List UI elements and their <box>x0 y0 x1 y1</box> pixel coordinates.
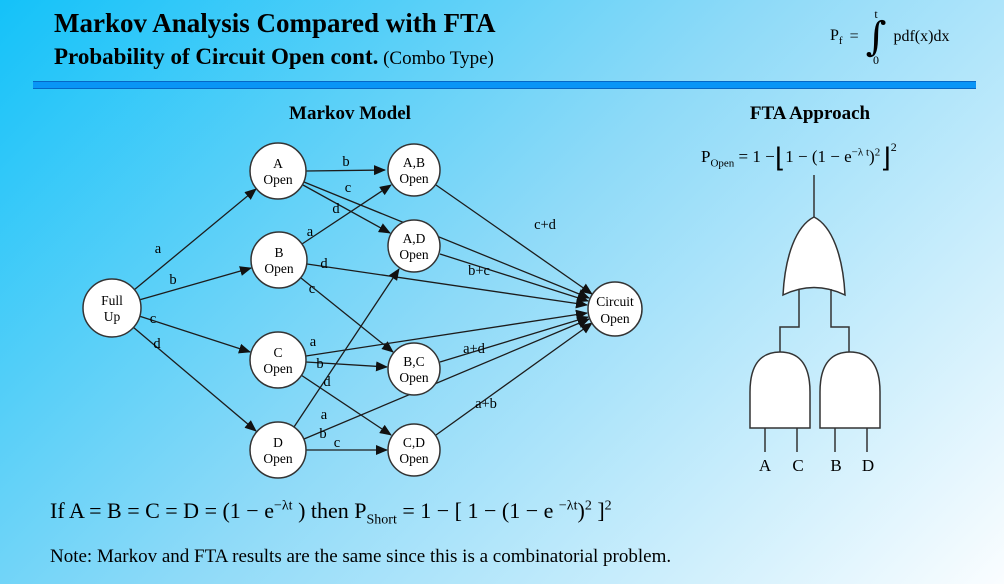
edge-fullup-to-c <box>138 315 251 354</box>
node-full-up-circle <box>82 278 142 338</box>
edge-label-fu-c: c <box>150 311 156 327</box>
edge-label-d-ad: a <box>321 407 328 423</box>
slide-subtitle: Probability of Circuit Open cont. (Combo… <box>54 44 494 70</box>
pf-lhs: Pf <box>830 26 843 48</box>
node-a-open-circle <box>249 142 307 200</box>
edge-label-fu-d: d <box>153 336 161 352</box>
edge-cd-to-circuit <box>435 322 593 436</box>
edge-b-to-bc <box>300 277 394 353</box>
node-bc-open-circle <box>387 342 441 396</box>
if-equation: If A = B = C = D = (1 − e−λt ) then PSho… <box>50 498 612 528</box>
fta-approach-heading: FTA Approach <box>749 103 871 124</box>
integral-symbol: t ∫ 0 <box>865 7 887 67</box>
edge-label-fu-b: b <box>169 272 176 288</box>
fta-input-label-a: A <box>759 456 772 475</box>
fta-input-label-b: B <box>830 456 841 475</box>
edge-c-to-bc <box>305 361 388 372</box>
edge-b-to-circuit <box>306 263 588 309</box>
edge-a-to-circuit <box>303 181 590 299</box>
edge-label-d-circuit: b <box>319 426 326 442</box>
edge-a-to-ab <box>305 165 386 176</box>
edge-fullup-to-a <box>133 188 257 291</box>
fta-tree <box>749 175 881 452</box>
and-gate-left <box>749 351 811 429</box>
edge-b-to-ab <box>301 184 392 245</box>
pf-integral-formula: Pf = t ∫ 0 pdf(x)dx <box>830 8 949 66</box>
slide-title: Markov Analysis Compared with FTA <box>54 8 496 38</box>
edge-ab-to-circuit <box>435 184 593 295</box>
edge-label-c-circuit: a <box>310 334 317 350</box>
fta-input-label-c: C <box>792 456 803 475</box>
markov-model-heading: Markov Model <box>289 103 411 124</box>
edge-fullup-to-b <box>138 266 252 301</box>
edge-d-to-ad <box>293 268 400 428</box>
node-cd-open-circle <box>387 423 441 477</box>
pf-equals: = <box>849 28 859 45</box>
note-text: Note: Markov and FTA results are the sam… <box>50 546 672 567</box>
or-gate <box>782 216 846 297</box>
slide-subtitle-bold: Probability of Circuit Open cont. <box>54 44 379 69</box>
and-gate-right <box>819 351 881 429</box>
slide-subtitle-suffix: (Combo Type) <box>378 48 494 69</box>
pf-integrand: pdf(x)dx <box>893 28 950 45</box>
edge-label-a-ab: b <box>342 154 349 170</box>
edge-label-c-bc: b <box>316 356 323 372</box>
node-c-open-circle <box>249 331 307 389</box>
fta-input-labels: A C B D <box>759 456 874 475</box>
markov-edges <box>132 165 593 455</box>
edge-label-b-circuit: d <box>320 256 328 272</box>
edge-a-to-ad <box>302 184 391 234</box>
edge-label-bc-circuit: a+d <box>463 341 486 357</box>
edge-bc-to-circuit <box>439 315 589 363</box>
node-ab-open-circle <box>387 143 441 197</box>
edge-label-a-circuit: c <box>345 180 351 196</box>
fta-popen-formula: POpen = 1 −⌊1 − (1 − e−λ t)2⌋2 <box>701 140 897 174</box>
node-ad-open-circle <box>387 219 441 273</box>
edge-label-fu-a: a <box>155 241 162 257</box>
markov-nodes <box>82 142 643 479</box>
edge-label-ad-circuit: b+c <box>468 263 490 279</box>
or-to-and-connector-right <box>830 289 850 352</box>
edge-label-b-bc: c <box>309 281 315 297</box>
edge-d-to-circuit <box>303 318 590 440</box>
title-divider-rule <box>33 81 976 89</box>
edge-label-ab-circuit: c+d <box>534 217 557 233</box>
markov-edge-labels: a b c d b c d a d c a b d a b c c+d b+c … <box>150 154 557 451</box>
node-circuit-open-circle <box>587 281 643 337</box>
edge-label-a-ad: d <box>332 201 340 217</box>
edge-ad-to-circuit <box>439 253 589 303</box>
or-to-and-connector-left <box>779 289 800 352</box>
edge-label-c-cd: d <box>323 374 331 390</box>
edge-label-b-ab: a <box>307 224 314 240</box>
node-b-open-circle <box>250 231 308 289</box>
left-floor-bracket: ⌊ <box>774 143 786 174</box>
edge-c-to-cd <box>300 374 392 436</box>
edge-label-d-cd: c <box>334 435 340 451</box>
edge-fullup-to-d <box>132 326 257 432</box>
node-d-open-circle <box>249 421 307 479</box>
fta-input-label-d: D <box>862 456 874 475</box>
right-floor-bracket: ⌋ <box>880 143 891 174</box>
edge-label-cd-circuit: a+b <box>475 396 497 412</box>
edge-c-to-circuit <box>305 309 588 357</box>
